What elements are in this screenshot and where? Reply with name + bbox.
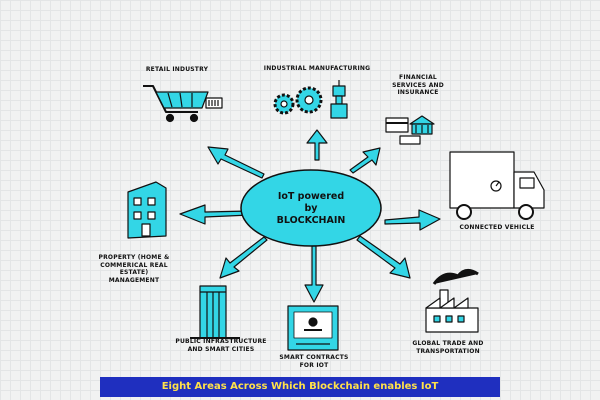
arrow-to-infrastructure (219, 236, 268, 279)
label-financial: FINANCIAL SERVICES AND INSURANCE (392, 74, 444, 96)
center-ellipse (240, 169, 382, 247)
arrow-to-manufacturing (306, 129, 328, 161)
bank-cards-icon (385, 115, 435, 145)
arrow-to-trade (356, 235, 411, 279)
gears-robot-icon (273, 80, 348, 119)
shopping-cart-icon (143, 85, 223, 123)
arrow-to-vehicle (384, 209, 441, 231)
caption-banner: Eight Areas Across Which Blockchain enab… (100, 377, 500, 397)
label-property: PROPERTY (HOME & COMMERICAL REAL ESTATE)… (98, 254, 170, 284)
label-trade: GLOBAL TRADE AND TRANSPORTATION (412, 340, 484, 355)
contract-document-icon (287, 305, 339, 351)
apartment-building-icon (127, 181, 167, 239)
factory-icon (425, 269, 479, 333)
arrow-to-retail (207, 146, 265, 179)
center-title: IoT powered by BLOCKCHAIN (276, 191, 346, 226)
truck-icon (449, 151, 545, 220)
arrow-to-property (179, 204, 251, 225)
label-vehicle: CONNECTED VEHICLE (459, 224, 535, 231)
label-contracts: SMART CONTRACTS for IoT (279, 354, 349, 369)
skyscraper-icon (190, 285, 240, 339)
arrow-to-contracts (304, 245, 324, 303)
arrow-to-financial (349, 147, 381, 174)
label-infrastructure: PUBLIC INFRASTRUCTURE AND SMART CITIES (175, 338, 267, 353)
label-manufacturing: INDUSTRIAL MANUFACTURING (263, 65, 371, 72)
label-retail: RETAIL INDUSTRY (145, 66, 209, 73)
